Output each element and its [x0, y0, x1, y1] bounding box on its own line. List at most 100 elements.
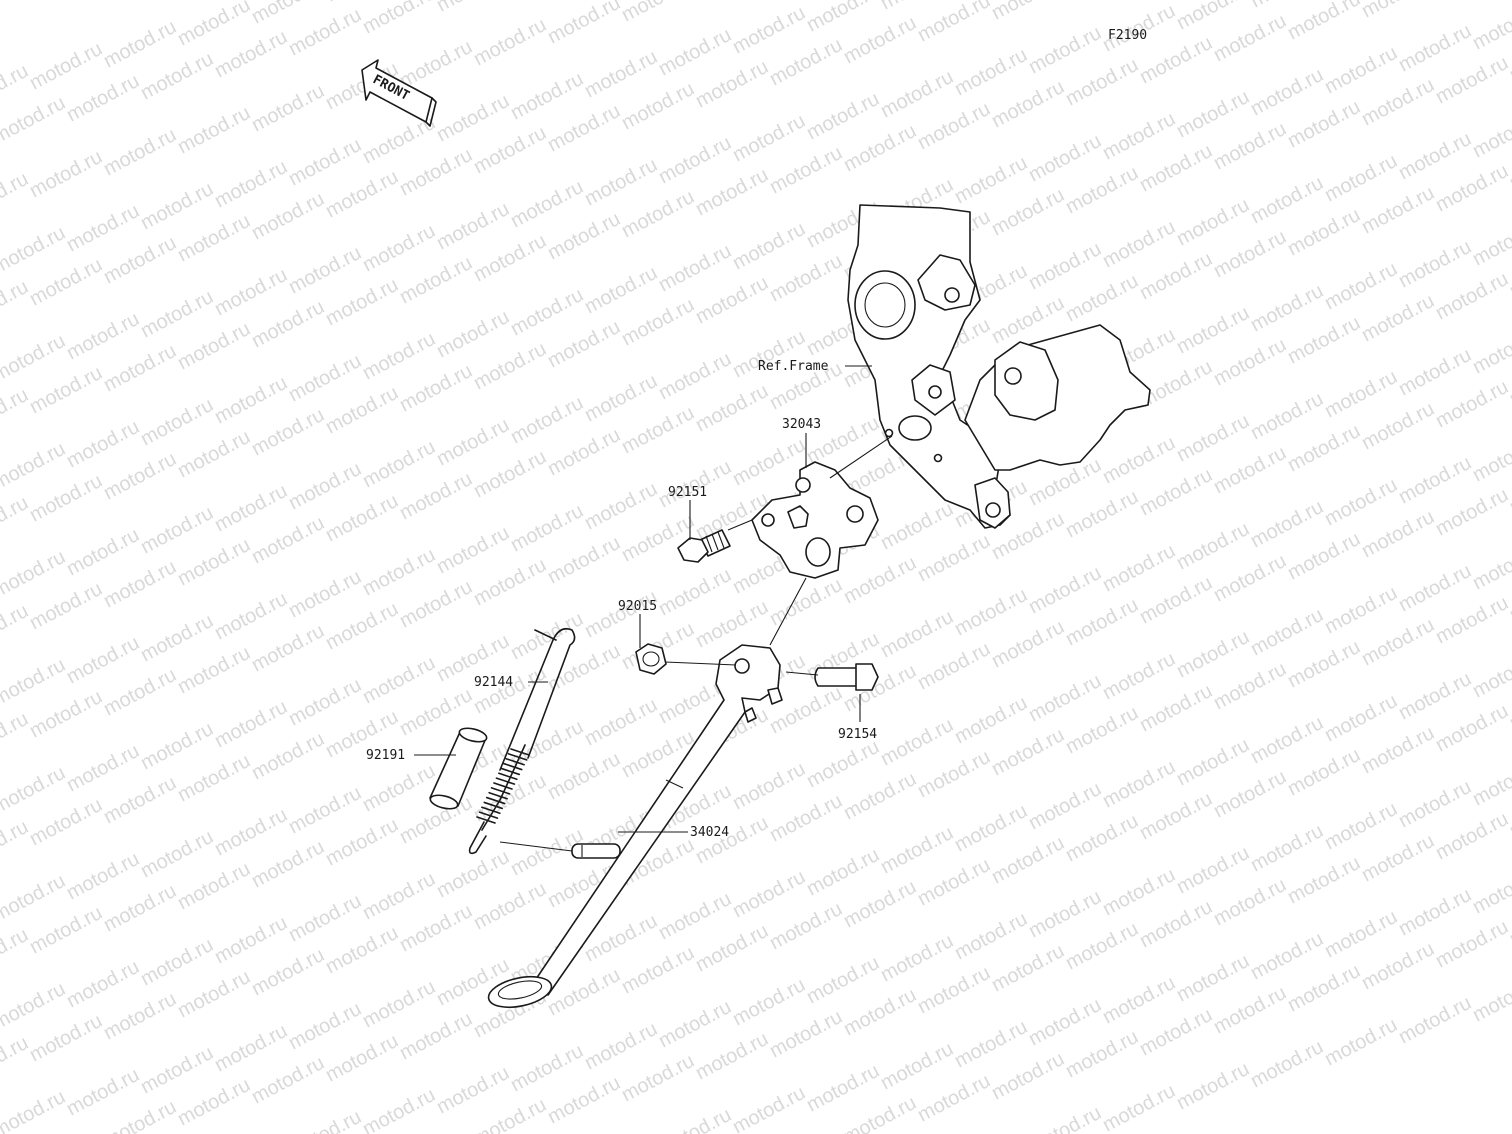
watermark-text: motod.ru — [100, 232, 180, 288]
watermark-text: motod.ru — [0, 654, 69, 710]
watermark-text: motod.ru — [655, 996, 735, 1052]
watermark-text: motod.ru — [285, 242, 365, 298]
watermark-text: motod.ru — [1284, 528, 1364, 584]
watermark-text: motod.ru — [1469, 106, 1512, 162]
watermark-text: motod.ru — [26, 578, 106, 634]
watermark-text: motod.ru — [0, 222, 69, 278]
watermark-text: motod.ru — [100, 1096, 180, 1134]
watermark-text: motod.ru — [1173, 518, 1253, 574]
watermark-text: motod.ru — [100, 448, 180, 504]
watermark-text: motod.ru — [1432, 268, 1512, 324]
watermark-text: motod.ru — [1210, 550, 1290, 606]
watermark-text: motod.ru — [1136, 572, 1216, 628]
watermark-text: motod.ru — [470, 554, 550, 610]
watermark-text: motod.ru — [0, 1032, 32, 1088]
watermark-text: motod.ru — [1025, 670, 1105, 726]
watermark-text: motod.ru — [211, 804, 291, 860]
watermark-text: motod.ru — [1173, 86, 1253, 142]
watermark-text: motod.ru — [137, 394, 217, 450]
watermark-text: motod.ru — [433, 306, 513, 362]
watermark-text: motod.ru — [766, 34, 846, 90]
watermark-text: motod.ru — [285, 674, 365, 730]
watermark-text: motod.ru — [63, 1064, 143, 1120]
watermark-text: motod.ru — [1284, 0, 1364, 44]
watermark-text: motod.ru — [988, 184, 1068, 240]
watermark-text: motod.ru — [285, 458, 365, 514]
watermark-text: motod.ru — [655, 564, 735, 620]
watermark-text: motod.ru — [1284, 96, 1364, 152]
watermark-text: motod.ru — [100, 556, 180, 612]
watermark-text: motod.ru — [0, 276, 32, 332]
callout-92144: 92144 — [474, 675, 513, 690]
spring-92144 — [468, 627, 576, 855]
watermark-text: motod.ru — [1173, 0, 1253, 34]
watermark-text: motod.ru — [1284, 960, 1364, 1016]
watermark-text: motod.ru — [1025, 778, 1105, 834]
watermark-text: motod.ru — [248, 620, 328, 676]
watermark-text: motod.ru — [0, 870, 69, 926]
watermark-text: motod.ru — [211, 480, 291, 536]
watermark-text: motod.ru — [1247, 280, 1327, 336]
watermark-text: motod.ru — [581, 154, 661, 210]
watermark-text: motod.ru — [1247, 928, 1327, 984]
watermark-text: motod.ru — [655, 24, 735, 80]
watermark-text: motod.ru — [655, 240, 735, 296]
watermark-text: motod.ru — [1025, 22, 1105, 78]
watermark-text: motod.ru — [692, 1028, 772, 1084]
watermark-text: motod.ru — [433, 90, 513, 146]
watermark-text: motod.ru — [581, 370, 661, 426]
watermark-text: motod.ru — [951, 1016, 1031, 1072]
watermark-text: motod.ru — [1358, 398, 1438, 454]
watermark-text: motod.ru — [1469, 322, 1512, 378]
watermark-text: motod.ru — [1358, 182, 1438, 238]
watermark-text: motod.ru — [359, 544, 439, 600]
watermark-text: motod.ru — [1469, 970, 1512, 1026]
watermark-text: motod.ru — [618, 294, 698, 350]
watermark-text: motod.ru — [470, 662, 550, 718]
watermark-text: motod.ru — [840, 12, 920, 68]
watermark-text: motod.ru — [1358, 74, 1438, 130]
watermark-text: motod.ru — [26, 470, 106, 526]
watermark-text: motod.ru — [1025, 562, 1105, 618]
watermark-text: motod.ru — [26, 38, 106, 94]
watermark-text: motod.ru — [840, 984, 920, 1040]
watermark-text: motod.ru — [285, 782, 365, 838]
watermark-text: motod.ru — [137, 1042, 217, 1098]
watermark-text: motod.ru — [1136, 1004, 1216, 1060]
sleeve-92191 — [429, 727, 488, 810]
watermark-text: motod.ru — [248, 80, 328, 136]
watermark-text: motod.ru — [1247, 64, 1327, 120]
watermark-text: motod.ru — [137, 178, 217, 234]
watermark-text: motod.ru — [1321, 366, 1401, 422]
watermark-text: motod.ru — [914, 746, 994, 802]
watermark-text: motod.ru — [1210, 226, 1290, 282]
watermark-text: motod.ru — [248, 728, 328, 784]
watermark-text: motod.ru — [322, 922, 402, 978]
watermark-text: motod.ru — [914, 98, 994, 154]
watermark-text: motod.ru — [951, 44, 1031, 100]
watermark-text: motod.ru — [174, 318, 254, 374]
bolt-92154 — [814, 663, 879, 691]
watermark-text: motod.ru — [1062, 702, 1142, 758]
watermark-text: motod.ru — [803, 736, 883, 792]
watermark-text: motod.ru — [26, 686, 106, 742]
spring-coil — [476, 748, 530, 824]
watermark-text: motod.ru — [618, 78, 698, 134]
watermark-text: motod.ru — [1395, 668, 1475, 724]
watermark-text: motod.ru — [729, 2, 809, 58]
watermark-text: motod.ru — [1136, 32, 1216, 88]
watermark-text: motod.ru — [803, 0, 883, 36]
watermark-text: motod.ru — [1395, 344, 1475, 400]
watermark-text: motod.ru — [26, 902, 106, 958]
watermark-text: motod.ru — [1321, 1014, 1401, 1070]
watermark-text: motod.ru — [470, 14, 550, 70]
watermark-text: motod.ru — [433, 0, 513, 16]
watermark-text: motod.ru — [470, 878, 550, 934]
watermark-text: motod.ru — [1432, 376, 1512, 432]
watermark-text: motod.ru — [285, 4, 365, 60]
watermark-text: motod.ru — [1210, 118, 1290, 174]
watermark-text: motod.ru — [914, 638, 994, 694]
nut-92015 — [635, 643, 667, 675]
watermark-text: motod.ru — [470, 338, 550, 394]
watermark-text: motod.ru — [63, 524, 143, 580]
